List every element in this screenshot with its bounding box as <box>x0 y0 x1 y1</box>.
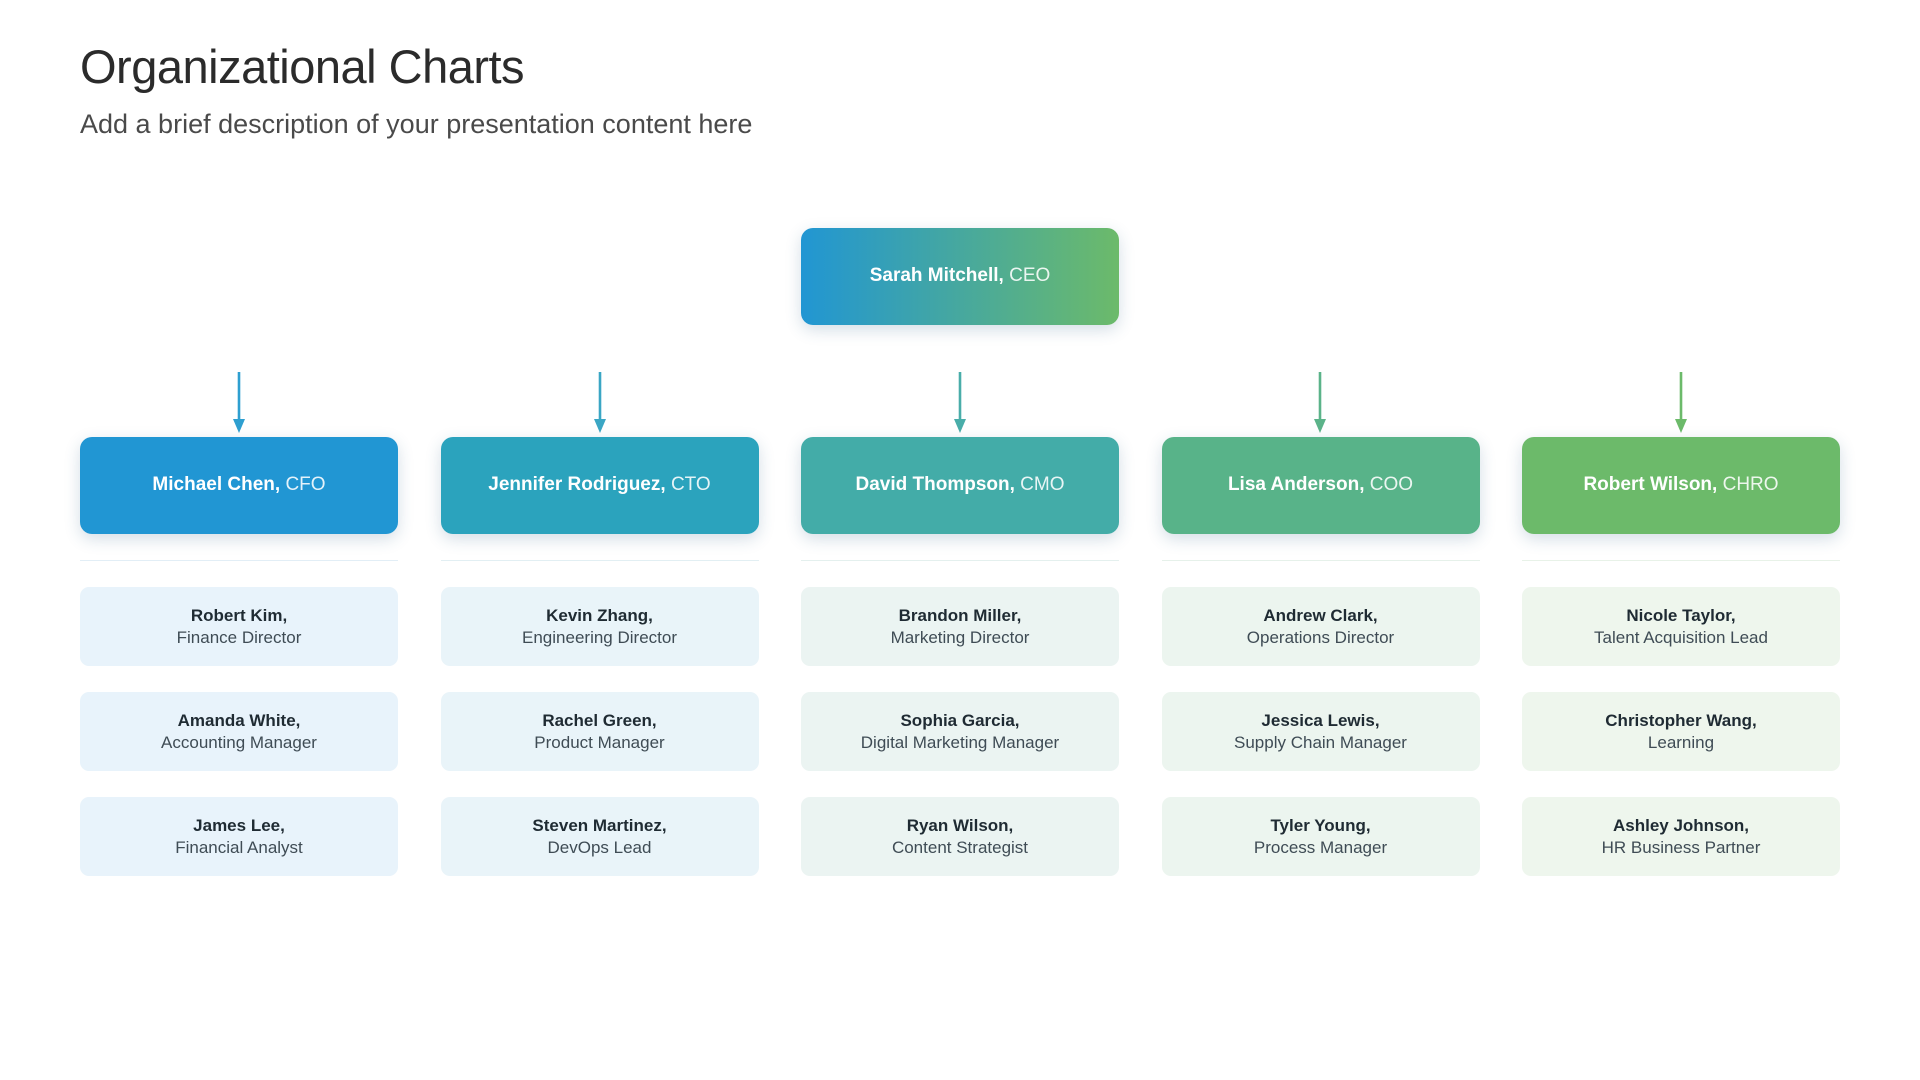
staff-name: Robert Kim, <box>190 606 288 626</box>
org-column-coo: Lisa Anderson, COO Andrew Clark, Operati… <box>1161 437 1480 876</box>
staff-role: Marketing Director <box>890 627 1030 647</box>
staff-role: Finance Director <box>176 627 302 647</box>
staff-card[interactable]: Sophia Garcia, Digital Marketing Manager <box>801 692 1119 771</box>
exec-role: CHRO <box>1722 474 1779 496</box>
staff-name: Rachel Green, <box>542 711 657 731</box>
staff-card[interactable]: Nicole Taylor, Talent Acquisition Lead <box>1522 587 1840 666</box>
exec-role: CFO <box>285 474 326 496</box>
staff-role: Content Strategist <box>891 837 1029 857</box>
exec-name: David Thompson, <box>855 474 1015 496</box>
exec-node-cfo[interactable]: Michael Chen, CFO <box>80 437 398 534</box>
exec-name: Robert Wilson, <box>1583 474 1718 496</box>
staff-role: Process Manager <box>1253 837 1388 857</box>
staff-name: James Lee, <box>193 816 285 836</box>
staff-name: Ashley Johnson, <box>1612 816 1750 836</box>
org-column-chro: Robert Wilson, CHRO Nicole Taylor, Talen… <box>1522 437 1840 876</box>
column-divider <box>801 560 1119 561</box>
ceo-name: Sarah Mitchell, <box>869 265 1004 287</box>
org-column-cmo: David Thompson, CMO Brandon Miller, Mark… <box>801 437 1119 876</box>
staff-name: Jessica Lewis, <box>1261 711 1380 731</box>
column-divider <box>1161 560 1480 561</box>
column-divider <box>440 560 759 561</box>
ceo-node-text: Sarah Mitchell, CEO <box>870 265 1051 288</box>
staff-name: Nicole Taylor, <box>1626 606 1736 626</box>
staff-name: Amanda White, <box>177 711 301 731</box>
staff-role: Engineering Director <box>522 627 677 647</box>
exec-node-cto[interactable]: Jennifer Rodriguez, CTO <box>440 437 759 534</box>
exec-role: CTO <box>670 474 711 496</box>
staff-role: HR Business Partner <box>1601 837 1761 857</box>
staff-role: Supply Chain Manager <box>1234 732 1407 752</box>
org-column-cfo: Michael Chen, CFO Robert Kim, Finance Di… <box>80 437 398 876</box>
staff-name: Steven Martinez, <box>532 816 667 836</box>
exec-name: Jennifer Rodriguez, <box>488 474 666 496</box>
staff-card[interactable]: Kevin Zhang, Engineering Director <box>440 587 759 666</box>
exec-node-text: Jennifer Rodriguez, CTO <box>488 474 710 497</box>
column-divider <box>1522 560 1840 561</box>
page-subtitle: Add a brief description of your presenta… <box>80 109 753 140</box>
exec-node-cmo[interactable]: David Thompson, CMO <box>801 437 1119 534</box>
staff-role: Talent Acquisition Lead <box>1594 627 1768 647</box>
exec-name: Lisa Anderson, <box>1227 474 1365 496</box>
staff-card[interactable]: Jessica Lewis, Supply Chain Manager <box>1161 692 1480 771</box>
staff-role: Operations Director <box>1246 627 1395 647</box>
staff-name: Brandon Miller, <box>898 606 1022 626</box>
staff-name: Sophia Garcia, <box>900 711 1020 731</box>
ceo-node[interactable]: Sarah Mitchell, CEO <box>801 228 1119 325</box>
staff-card[interactable]: Amanda White, Accounting Manager <box>80 692 398 771</box>
org-columns: Michael Chen, CFO Robert Kim, Finance Di… <box>80 437 1840 876</box>
staff-card[interactable]: Steven Martinez, DevOps Lead <box>440 797 759 876</box>
staff-card[interactable]: Robert Kim, Finance Director <box>80 587 398 666</box>
exec-node-chro[interactable]: Robert Wilson, CHRO <box>1522 437 1840 534</box>
staff-name: Ryan Wilson, <box>906 816 1014 836</box>
page-title: Organizational Charts <box>80 40 525 93</box>
exec-node-text: David Thompson, CMO <box>855 474 1064 497</box>
staff-role: Financial Analyst <box>175 837 303 857</box>
staff-role: Learning <box>1647 732 1715 752</box>
staff-card[interactable]: James Lee, Financial Analyst <box>80 797 398 876</box>
exec-name: Michael Chen, <box>152 474 281 496</box>
staff-name: Tyler Young, <box>1270 816 1371 836</box>
staff-name: Kevin Zhang, <box>546 606 653 626</box>
ceo-role: CEO <box>1009 265 1051 287</box>
staff-name: Christopher Wang, <box>1605 711 1757 731</box>
staff-card[interactable]: Ryan Wilson, Content Strategist <box>801 797 1119 876</box>
staff-role: DevOps Lead <box>547 837 652 857</box>
staff-role: Digital Marketing Manager <box>860 732 1060 752</box>
column-divider <box>80 560 398 561</box>
staff-card[interactable]: Tyler Young, Process Manager <box>1161 797 1480 876</box>
exec-role: COO <box>1369 474 1414 496</box>
exec-node-text: Michael Chen, CFO <box>152 474 325 497</box>
org-column-cto: Jennifer Rodriguez, CTO Kevin Zhang, Eng… <box>440 437 759 876</box>
staff-card[interactable]: Andrew Clark, Operations Director <box>1161 587 1480 666</box>
staff-name: Andrew Clark, <box>1263 606 1378 626</box>
staff-card[interactable]: Christopher Wang, Learning <box>1522 692 1840 771</box>
ceo-node-wrapper: Sarah Mitchell, CEO <box>0 228 1920 325</box>
exec-role: CMO <box>1020 474 1065 496</box>
exec-node-text: Lisa Anderson, COO <box>1228 474 1413 497</box>
staff-card[interactable]: Ashley Johnson, HR Business Partner <box>1522 797 1840 876</box>
staff-card[interactable]: Brandon Miller, Marketing Director <box>801 587 1119 666</box>
staff-role: Product Manager <box>534 732 665 752</box>
exec-node-coo[interactable]: Lisa Anderson, COO <box>1161 437 1480 534</box>
exec-node-text: Robert Wilson, CHRO <box>1583 474 1778 497</box>
staff-role: Accounting Manager <box>161 732 317 752</box>
slide-header: Organizational Charts Add a brief descri… <box>80 40 752 140</box>
staff-card[interactable]: Rachel Green, Product Manager <box>440 692 759 771</box>
